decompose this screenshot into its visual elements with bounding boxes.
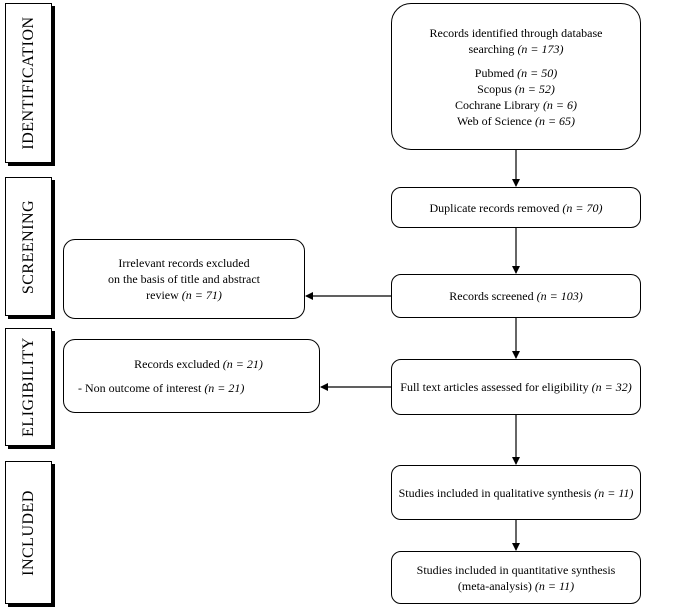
- fulltext-text: Full text articles assessed for eligibil…: [400, 380, 589, 394]
- box-records-screened: Records screened (n = 103): [391, 274, 641, 318]
- duplicates-text: Duplicate records removed: [429, 200, 560, 215]
- source-web-of-science: Web of Science (n = 65): [457, 113, 575, 129]
- excluded-line2-n: (n = 21): [204, 381, 245, 395]
- stage-identification-label: IDENTIFICATION: [19, 16, 37, 150]
- source-scopus-name: Scopus: [477, 81, 512, 96]
- screened-n: (n = 103): [536, 289, 583, 303]
- box-records-identified: Records identified through database sear…: [391, 3, 641, 150]
- box-irrelevant-excluded: Irrelevant records excluded on the basis…: [63, 239, 305, 319]
- identified-line1: Records identified through database: [429, 25, 603, 40]
- stage-included-label: INCLUDED: [19, 489, 37, 576]
- source-wos-n: (n = 65): [534, 113, 576, 128]
- source-pubmed-n: (n = 50): [517, 65, 558, 80]
- stage-screening: SCREENING: [5, 177, 52, 316]
- identified-line2-n: (n = 173): [517, 41, 564, 56]
- duplicates-n: (n = 70): [562, 200, 603, 215]
- stage-screening-label: SCREENING: [19, 199, 37, 294]
- box-qualitative-synthesis: Studies included in qualitative synthesi…: [391, 465, 641, 520]
- excluded-line1: Records excluded (n = 21): [134, 356, 263, 372]
- screened-text: Records screened: [449, 289, 534, 303]
- box-quantitative-synthesis: Studies included in quantitative synthes…: [391, 551, 641, 604]
- excluded-line2: - Non outcome of interest (n = 21): [78, 380, 244, 396]
- identified-line2-text: searching: [468, 41, 515, 56]
- fulltext-n: (n = 32): [591, 380, 632, 394]
- excluded-line2-text: - Non outcome of interest: [78, 381, 202, 395]
- stage-identification: IDENTIFICATION: [5, 3, 52, 163]
- stage-eligibility-label: ELIGIBILITY: [19, 337, 37, 437]
- source-cochrane-name: Cochrane Library: [454, 97, 540, 112]
- qualitative-n: (n = 11): [594, 485, 634, 500]
- stage-eligibility: ELIGIBILITY: [5, 328, 52, 446]
- irrelevant-line3: review (n = 71): [146, 287, 222, 303]
- duplicates-line: Duplicate records removed (n = 70): [429, 200, 602, 216]
- qualitative-line: Studies included in qualitative synthesi…: [399, 485, 634, 501]
- irrelevant-line2: on the basis of title and abstract: [108, 272, 260, 286]
- source-cochrane-n: (n = 6): [542, 97, 578, 112]
- source-pubmed-name: Pubmed: [474, 65, 515, 80]
- box-records-excluded: Records excluded (n = 21) - Non outcome …: [63, 339, 320, 413]
- irrelevant-line3-text: review: [146, 288, 179, 302]
- identified-line2: searching (n = 173): [468, 41, 563, 57]
- source-pubmed: Pubmed (n = 50): [475, 65, 557, 81]
- source-scopus-n: (n = 52): [514, 81, 555, 96]
- fulltext-line: Full text articles assessed for eligibil…: [400, 379, 631, 395]
- quantitative-line2-text: (meta-analysis): [457, 578, 532, 593]
- quantitative-line2-n: (n = 11): [534, 578, 575, 593]
- irrelevant-line1: Irrelevant records excluded: [118, 256, 250, 270]
- box-fulltext-assessed: Full text articles assessed for eligibil…: [391, 359, 641, 415]
- quantitative-line2: (meta-analysis) (n = 11): [458, 578, 574, 594]
- screened-line: Records screened (n = 103): [449, 288, 582, 304]
- box-duplicates-removed: Duplicate records removed (n = 70): [391, 187, 641, 228]
- excluded-line1-n: (n = 21): [222, 357, 263, 371]
- source-cochrane: Cochrane Library (n = 6): [455, 97, 577, 113]
- qualitative-text: Studies included in qualitative synthesi…: [398, 485, 592, 500]
- irrelevant-line3-n: (n = 71): [181, 288, 222, 302]
- quantitative-line1: Studies included in quantitative synthes…: [416, 562, 616, 577]
- source-wos-name: Web of Science: [456, 113, 532, 128]
- stage-included: INCLUDED: [5, 461, 52, 604]
- source-scopus: Scopus (n = 52): [477, 81, 555, 97]
- excluded-line1-text: Records excluded: [134, 357, 220, 371]
